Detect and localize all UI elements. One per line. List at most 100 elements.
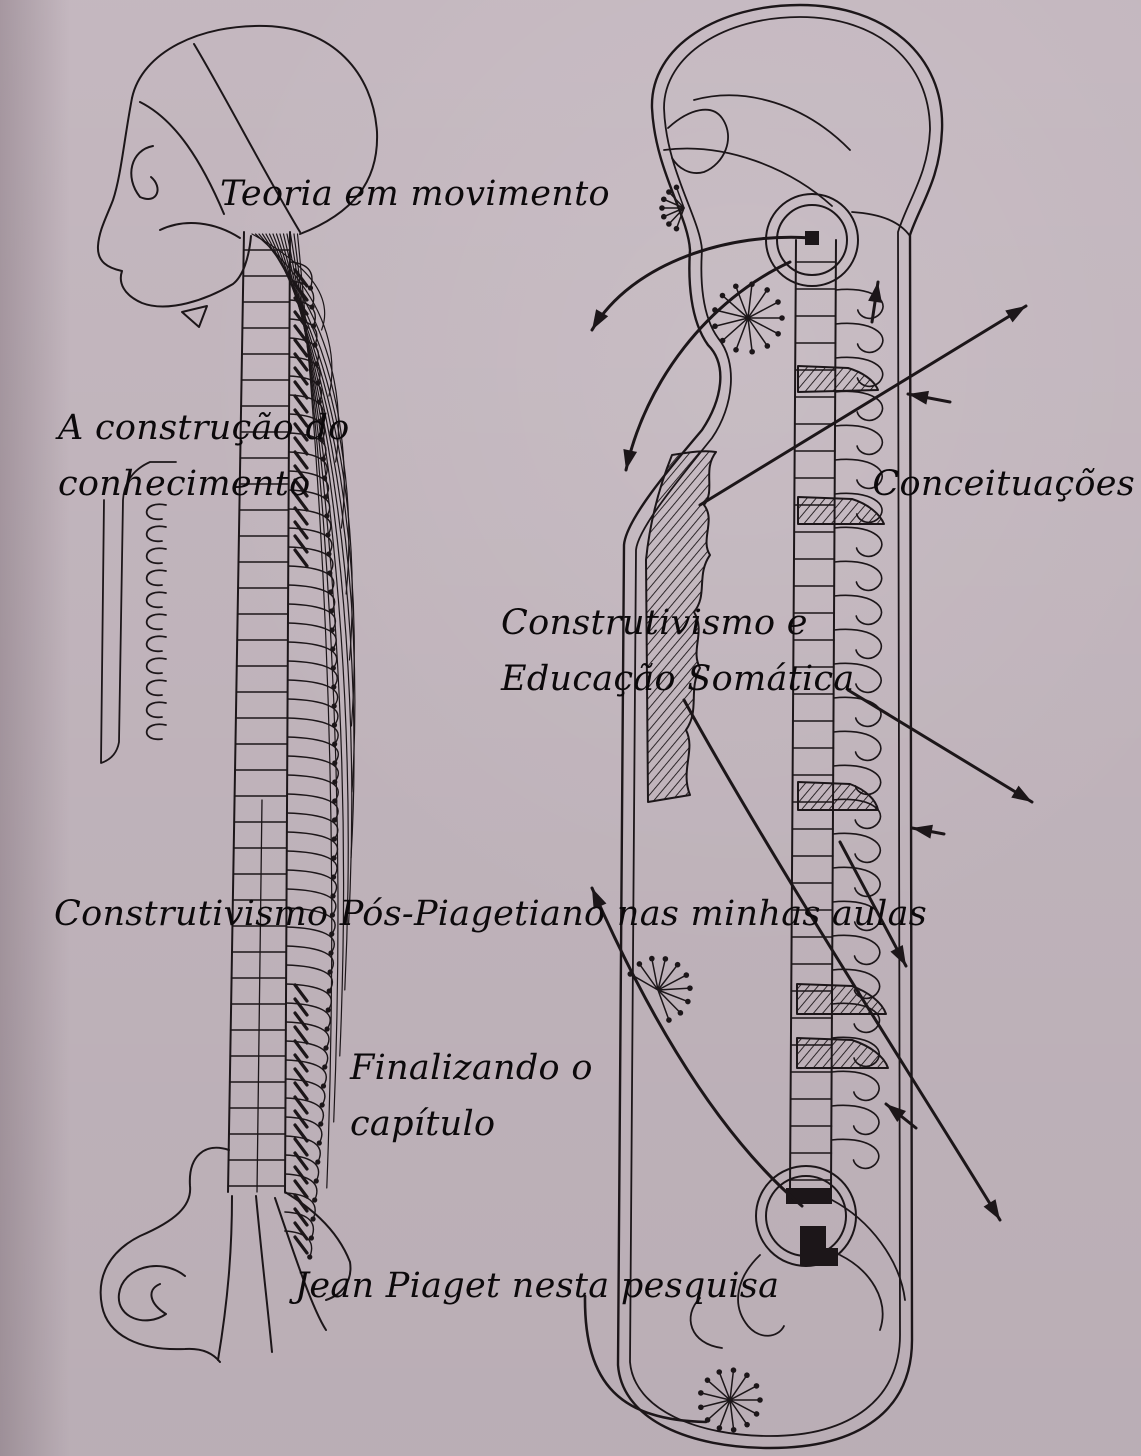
muscle-shading [295, 1055, 307, 1071]
menu-item-construtivismo-e-educacao-somatica[interactable]: Construtivismo e Educação Somática [501, 595, 855, 707]
nerve-bursts [627, 185, 784, 1433]
nerve-branch [286, 965, 332, 991]
menu-item-teoria-em-movimento[interactable]: Teoria em movimento [220, 166, 610, 222]
nerve-root [835, 425, 882, 454]
muscle-shading [295, 550, 307, 566]
nerve-root [835, 527, 882, 556]
nerve-burst-ending [720, 338, 726, 344]
nerve-burst-ray [658, 990, 688, 1002]
pelvic-curve [840, 1255, 883, 1330]
nerve-burst-ending [744, 1422, 750, 1428]
left-spinal-column [228, 232, 290, 1192]
muscle-shading [295, 1237, 307, 1253]
ilium-outline [101, 1148, 229, 1362]
nerve-burst-ending [659, 205, 665, 211]
muscle-shading [295, 1083, 307, 1099]
muscle-shading [295, 340, 307, 356]
nerve-burst-ray [658, 988, 690, 990]
menu-item-conceituacoes[interactable]: Conceituações [872, 456, 1135, 512]
nerve-branch [288, 680, 338, 706]
muscle-shading [295, 1069, 307, 1085]
outer-curve [585, 1296, 706, 1422]
menu-item-label: A construção do [58, 400, 350, 456]
rib-arc [147, 636, 166, 651]
pelvic-line [218, 1196, 232, 1360]
muscle-strand [252, 234, 325, 330]
nerve-root [833, 833, 880, 862]
obturator-outline [119, 1266, 185, 1320]
nerve-burst-ending [705, 1377, 711, 1383]
skull-inner-line [694, 95, 850, 150]
nerve-burst-ending [666, 1017, 672, 1023]
arrow-line [684, 700, 1000, 1220]
left-figure [98, 26, 377, 1362]
spine-edge [790, 240, 796, 1190]
muscle-shading [295, 1013, 307, 1029]
nerve-burst-ending [717, 1425, 723, 1431]
hatched-vertebra [797, 1038, 888, 1068]
menu-item-a-construcao-do-conhecimento[interactable]: A construção do conhecimento [58, 400, 350, 512]
pelvic-line [256, 1196, 272, 1352]
rib-arc [147, 548, 166, 563]
nerve-burst-ending [705, 1417, 711, 1423]
nerve-root [835, 391, 882, 420]
eye-orbit [131, 146, 157, 199]
nerve-burst-ray [658, 975, 686, 990]
nerve-burst-ending [674, 226, 680, 232]
nerve-burst-ending [733, 347, 739, 353]
menu-item-jean-piaget-nesta-pesquisa[interactable]: Jean Piaget nesta pesquisa [295, 1258, 779, 1314]
muscle-shading [295, 999, 307, 1015]
muscle-shading [295, 1153, 307, 1169]
hatched-vertebra [798, 366, 878, 392]
menu-item-construtivismo-pos-piagetiano[interactable]: Construtivismo Pós-Piagetiano nas minhas… [54, 886, 927, 942]
menu-item-label: capítulo [350, 1096, 593, 1152]
rib-arc [147, 702, 166, 717]
nerve-root [832, 1105, 879, 1134]
nerve-burst-ending [779, 315, 785, 321]
nerve-branch [287, 718, 338, 744]
muscle-shading [295, 1139, 307, 1155]
hatched-vertebra [797, 984, 886, 1014]
hatched-vertebra [798, 497, 884, 524]
nerve-burst-ending [698, 1390, 704, 1396]
nerve-burst-ending [764, 287, 770, 293]
menu-item-finalizando-o-capitulo[interactable]: Finalizando o capítulo [350, 1040, 593, 1152]
nerve-burst-ending [649, 956, 655, 962]
nerve-branch [288, 623, 336, 649]
menu-item-label: conhecimento [58, 456, 350, 512]
muscle-strand [287, 234, 348, 990]
rib-arc [147, 614, 166, 629]
spine-edge [228, 232, 244, 1192]
muscle-shading [295, 1027, 307, 1043]
nerve-burst-ending [666, 221, 672, 227]
nerve-burst-ending [678, 1010, 684, 1016]
muscle-strand [284, 234, 352, 924]
nerve-burst-ending [712, 323, 718, 329]
nerve-burst-ending [687, 985, 693, 991]
rib-arc [147, 724, 166, 739]
nerve-burst-ending [720, 293, 726, 299]
rib-arc [147, 570, 166, 585]
nerve-burst-ending [661, 196, 667, 202]
menu-item-label: Construtivismo Pós-Piagetiano nas minhas… [54, 886, 927, 942]
nerve-branch [288, 699, 338, 725]
nerve-branch [288, 604, 335, 630]
joint-block [786, 1188, 832, 1204]
nerve-burst-ray [748, 302, 778, 318]
cheekbone-line [160, 223, 240, 238]
menu-item-label: Educação Somática [501, 651, 855, 707]
nerve-root [832, 1139, 879, 1168]
nerve-burst-ending [775, 299, 781, 305]
eye-orbit [668, 110, 728, 173]
menu-item-label: Construtivismo e [501, 595, 855, 651]
mandible-fragment [182, 306, 207, 327]
rib-arc [147, 658, 166, 673]
right-figure [585, 5, 1032, 1448]
nerve-burst-ending [685, 999, 691, 1005]
nerve-burst-ending [775, 331, 781, 337]
nerve-burst-ending [661, 214, 667, 220]
nerve-burst-ending [675, 962, 681, 968]
nerve-branch [287, 813, 338, 839]
hatched-vertebra [798, 782, 878, 810]
nerve-burst-ending [716, 1369, 722, 1375]
